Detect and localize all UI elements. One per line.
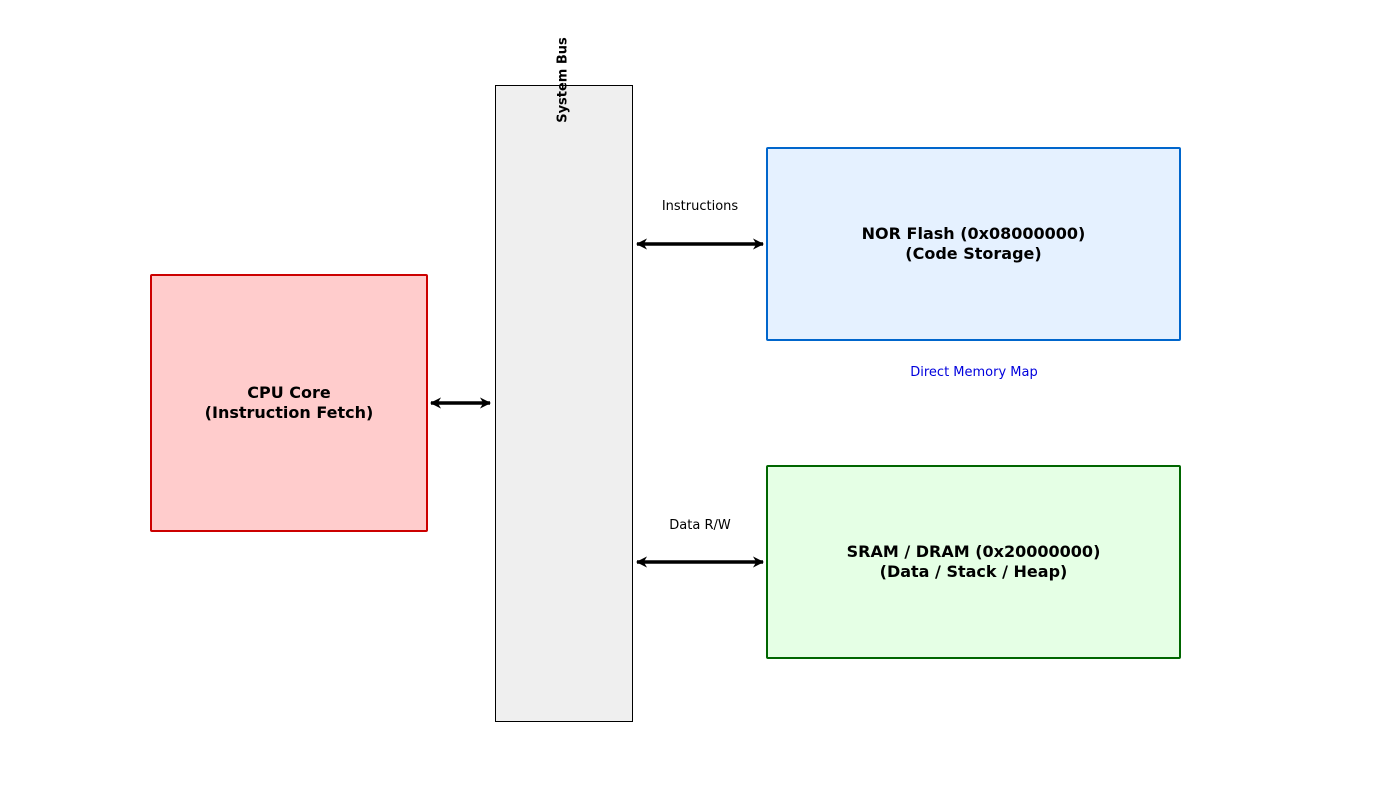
data-rw-edge-label: Data R/W xyxy=(669,518,731,533)
nor-flash-label: NOR Flash (0x08000000) (Code Storage) xyxy=(861,224,1086,263)
cpu-core-box: CPU Core (Instruction Fetch) xyxy=(150,274,428,532)
direct-memory-map-label: Direct Memory Map xyxy=(910,365,1038,380)
sram-dram-box: SRAM / DRAM (0x20000000) (Data / Stack /… xyxy=(766,465,1181,659)
system-bus-box xyxy=(495,85,633,722)
nor-flash-box: NOR Flash (0x08000000) (Code Storage) xyxy=(766,147,1181,341)
cpu-core-label: CPU Core (Instruction Fetch) xyxy=(204,383,374,422)
instructions-edge-label: Instructions xyxy=(661,199,739,214)
sram-dram-label: SRAM / DRAM (0x20000000) (Data / Stack /… xyxy=(846,542,1101,581)
